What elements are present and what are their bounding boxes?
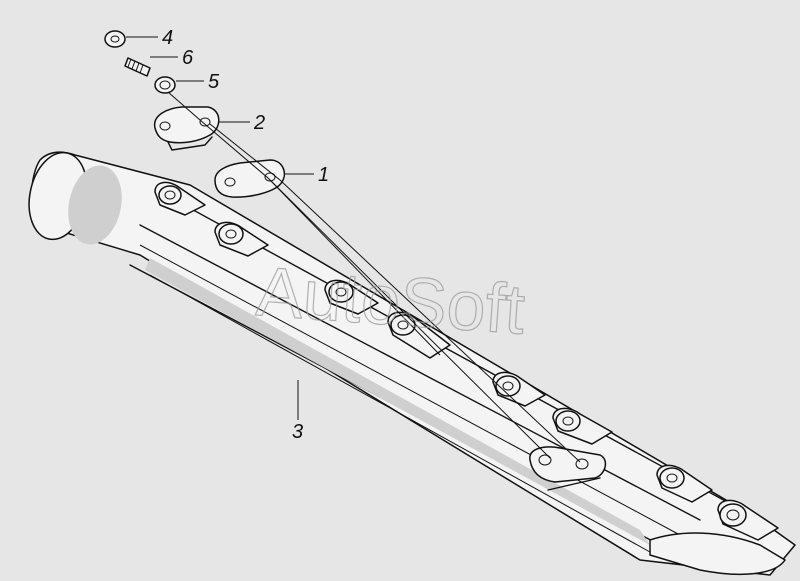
- pipe-underside-shade: [145, 258, 650, 545]
- flange-bosses: [154, 181, 779, 541]
- pipe-seam: [139, 244, 681, 536]
- pipe-edge-upper: [139, 224, 701, 521]
- guide-line-b: [209, 123, 581, 463]
- gasket-part-1: [214, 159, 286, 198]
- callout-4: 4: [162, 27, 173, 49]
- pipe-end-shadow: [68, 165, 122, 245]
- boss-3: [324, 279, 379, 315]
- boss-1: [154, 181, 206, 216]
- boss-5: [492, 371, 546, 407]
- callout-6: 6: [182, 47, 194, 69]
- pipe-outlet: [649, 532, 786, 576]
- callout-3: 3: [292, 421, 303, 443]
- boss-9: [717, 499, 779, 541]
- callout-1: 1: [318, 164, 329, 186]
- boss-8: [656, 464, 713, 503]
- guide-line-a: [167, 91, 551, 459]
- gasket-part-2: [153, 106, 220, 151]
- boss-6: [552, 407, 613, 445]
- stud-part-6: [124, 57, 151, 77]
- watermark-text: AutoSoft: [254, 252, 527, 349]
- assembly-guide-lines: [167, 91, 581, 463]
- boss-4: [387, 311, 451, 359]
- callout-leaders: [126, 36, 314, 420]
- boss-2: [214, 221, 269, 257]
- exhaust-manifold-pipe: [28, 151, 796, 576]
- guide-line-c: [269, 179, 441, 356]
- callout-2: 2: [253, 112, 265, 134]
- nut-part-4: [104, 30, 126, 48]
- pipe-bottom-line: [149, 274, 651, 553]
- washer-part-5: [154, 76, 176, 94]
- callout-5: 5: [208, 71, 220, 93]
